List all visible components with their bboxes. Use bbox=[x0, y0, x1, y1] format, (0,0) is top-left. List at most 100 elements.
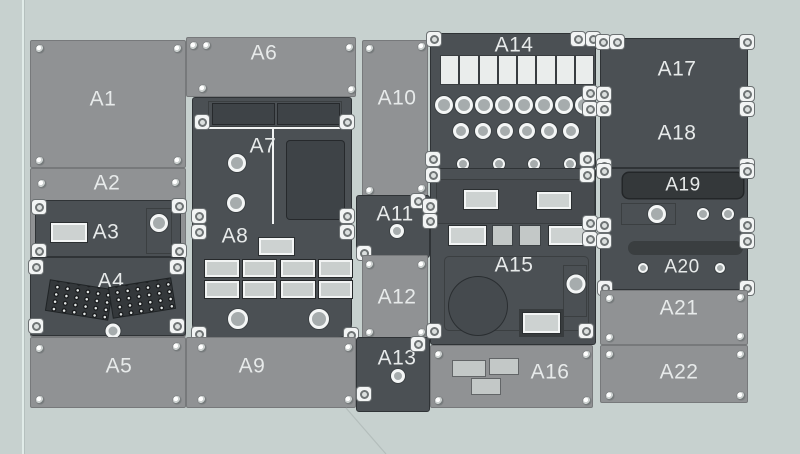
panel-a19-label: A19 bbox=[665, 174, 701, 196]
screw bbox=[203, 42, 211, 50]
mounting-tab bbox=[172, 199, 186, 213]
screw bbox=[366, 187, 374, 195]
screw bbox=[38, 180, 46, 188]
knob bbox=[228, 154, 246, 172]
mounting-tab bbox=[423, 199, 437, 213]
mounting-tab bbox=[170, 260, 184, 274]
knob bbox=[475, 96, 493, 114]
knob bbox=[541, 123, 557, 139]
panel-a18-label: A18 bbox=[657, 121, 697, 145]
screw bbox=[418, 261, 426, 269]
display-window bbox=[523, 313, 560, 333]
panel-a21: A21 bbox=[600, 290, 748, 345]
annunciator-cell bbox=[281, 260, 315, 277]
panel-a21-label: A21 bbox=[659, 296, 699, 320]
display-window bbox=[449, 226, 486, 245]
indicator-window bbox=[479, 56, 497, 84]
mounting-tab bbox=[597, 87, 611, 101]
screw bbox=[36, 45, 44, 53]
annunciator-cell bbox=[205, 260, 239, 277]
panel-a14: A14 bbox=[426, 32, 600, 170]
annunciator-cell bbox=[242, 260, 276, 277]
display-window bbox=[537, 192, 571, 209]
panel-a15-label: A15 bbox=[494, 253, 534, 277]
mounting-tab bbox=[580, 152, 594, 166]
knob bbox=[715, 263, 725, 273]
annunciator-grid-right bbox=[281, 260, 352, 298]
screw bbox=[606, 392, 614, 400]
lower-section-outline bbox=[444, 256, 589, 331]
mounting-tab bbox=[426, 152, 440, 166]
screw bbox=[345, 344, 353, 352]
panel-a4: A4 bbox=[29, 257, 186, 339]
background-vertical-guide-line bbox=[22, 0, 24, 454]
display-window bbox=[51, 223, 87, 242]
speaker-circle bbox=[449, 277, 507, 335]
panel-a20-label: A20 bbox=[664, 256, 700, 278]
mounting-tab bbox=[740, 87, 754, 101]
knob-row-1 bbox=[435, 95, 593, 115]
panel-a13-label: A13 bbox=[377, 346, 417, 370]
background-diagonal-guide-line bbox=[345, 407, 387, 454]
mounting-tab bbox=[411, 194, 425, 208]
crt-display bbox=[287, 141, 344, 219]
mounting-tab bbox=[597, 234, 611, 248]
mounting-tab bbox=[170, 319, 184, 333]
knob bbox=[309, 309, 329, 329]
knob bbox=[455, 96, 473, 114]
panel-a5-label: A5 bbox=[105, 354, 133, 378]
screw bbox=[198, 396, 206, 404]
panel-a7-a8: A7 A8 bbox=[192, 97, 358, 342]
screw bbox=[173, 343, 181, 351]
mounting-tab bbox=[411, 337, 425, 351]
mounting-tab bbox=[583, 86, 597, 100]
knob bbox=[391, 369, 405, 383]
screw bbox=[174, 45, 182, 53]
mounting-tab bbox=[740, 102, 754, 116]
panel-a9: A9 bbox=[186, 337, 356, 408]
panel-a12: A12 bbox=[362, 255, 428, 340]
mounting-tab bbox=[740, 164, 754, 178]
display-bar-outline bbox=[208, 101, 342, 127]
mounting-tab bbox=[195, 115, 209, 129]
knob bbox=[435, 96, 453, 114]
indicator-window bbox=[537, 56, 555, 84]
annunciator-cell bbox=[242, 281, 276, 298]
knob bbox=[563, 123, 579, 139]
screw bbox=[418, 185, 426, 193]
screw bbox=[199, 85, 207, 93]
mounting-tab bbox=[579, 324, 593, 338]
mounting-tab bbox=[29, 319, 43, 333]
panel-a6: A6 bbox=[186, 37, 356, 97]
indicator-window-row bbox=[441, 56, 593, 84]
mounting-tab bbox=[192, 209, 206, 223]
mounting-tab bbox=[427, 324, 441, 338]
display-window-dark bbox=[213, 104, 274, 124]
mounting-tab bbox=[596, 35, 610, 49]
mounting-tab bbox=[740, 35, 754, 49]
screw bbox=[606, 334, 614, 342]
screw bbox=[737, 351, 745, 359]
knob bbox=[390, 224, 404, 238]
mounting-tab bbox=[580, 168, 594, 182]
panel-a3-label: A3 bbox=[92, 220, 120, 244]
panel-a22-label: A22 bbox=[659, 360, 699, 384]
divider-line-horizontal bbox=[206, 127, 343, 129]
mounting-tab bbox=[571, 32, 585, 46]
screw bbox=[583, 351, 591, 359]
screw bbox=[345, 396, 353, 404]
annunciator-cell bbox=[281, 281, 315, 298]
panel-a19-a20: A19 A20 bbox=[597, 164, 754, 295]
mounting-tab bbox=[340, 225, 354, 239]
indicator-window bbox=[556, 56, 574, 84]
mounting-tab bbox=[740, 218, 754, 232]
annunciator-grid-left bbox=[205, 260, 276, 298]
panel-a17-a18: A17 A18 bbox=[596, 35, 754, 173]
indicator-window bbox=[575, 56, 593, 84]
knob bbox=[722, 208, 734, 220]
panel-a14-label: A14 bbox=[494, 33, 534, 57]
knob-plate-outline bbox=[146, 208, 172, 254]
knob bbox=[475, 123, 491, 139]
mounting-tab bbox=[340, 209, 354, 223]
screw bbox=[366, 329, 374, 337]
